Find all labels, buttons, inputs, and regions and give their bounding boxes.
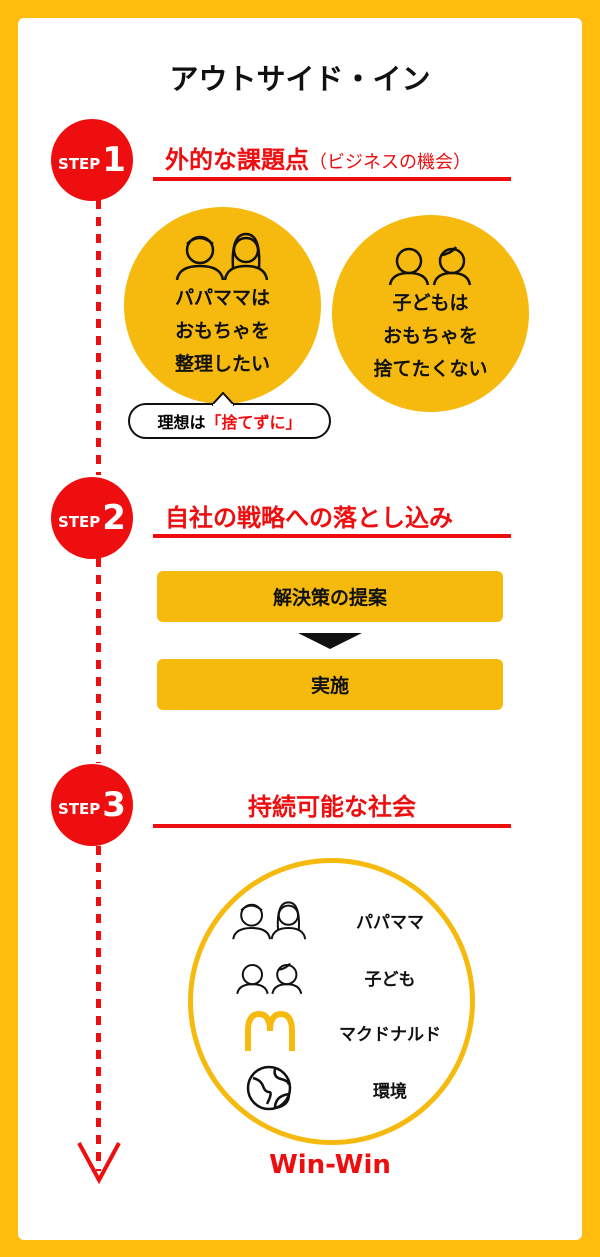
step-1-underline: [153, 177, 511, 181]
step-2-underline: [153, 534, 511, 538]
list-item: パパママ: [225, 893, 465, 947]
step-2-heading: 自社の戦略への落とし込み: [165, 504, 453, 532]
parents-text: パパママは: [174, 287, 270, 309]
triangle-down-icon: [298, 633, 362, 649]
kids-text: おもちゃを: [382, 325, 478, 347]
mcdonalds-logo-icon: [245, 1011, 295, 1051]
kids-icon: [388, 246, 471, 286]
bubble-tail: [212, 392, 234, 406]
list-item: 子ども: [225, 950, 465, 1004]
parents-text: おもちゃを: [174, 320, 270, 342]
kids-text: 子どもは: [392, 292, 469, 314]
implementation-box: 実施: [157, 659, 503, 710]
step-3-underline: [153, 824, 511, 828]
kids-circle: 子どもは おもちゃを 捨てたくない: [332, 215, 529, 412]
kids-text: 捨てたくない: [373, 358, 488, 380]
timeline-dots: [96, 200, 101, 475]
kids-icon: [236, 962, 303, 995]
parents-icon: [175, 232, 268, 281]
proposal-box: 解決策の提案: [157, 571, 503, 622]
step-1-heading: 外的な課題点（ビジネスの機会）: [165, 146, 471, 174]
win-win-circle: [188, 858, 475, 1145]
ideal-speech-bubble: 理想は「捨てずに」: [128, 403, 331, 439]
list-item: マクドナルド: [225, 1005, 465, 1059]
step-3-heading: 持続可能な社会: [248, 793, 416, 821]
win-win-label: Win-Win: [269, 1150, 391, 1180]
timeline-dots: [96, 558, 101, 763]
item-label: 子ども: [364, 969, 416, 990]
item-label: マクドナルド: [339, 1024, 441, 1045]
globe-leaf-icon: [246, 1065, 292, 1111]
parents-text: 整理したい: [174, 353, 270, 375]
item-label: 環境: [373, 1081, 407, 1102]
list-item: 環境: [225, 1062, 465, 1116]
page-title: アウトサイド・イン: [169, 62, 431, 96]
parents-icon: [232, 901, 307, 940]
timeline-dots: [96, 846, 101, 1171]
parents-circle: パパママは おもちゃを 整理したい: [124, 207, 321, 404]
arrow-down-icon: [77, 1142, 121, 1185]
item-label: パパママ: [356, 912, 424, 933]
